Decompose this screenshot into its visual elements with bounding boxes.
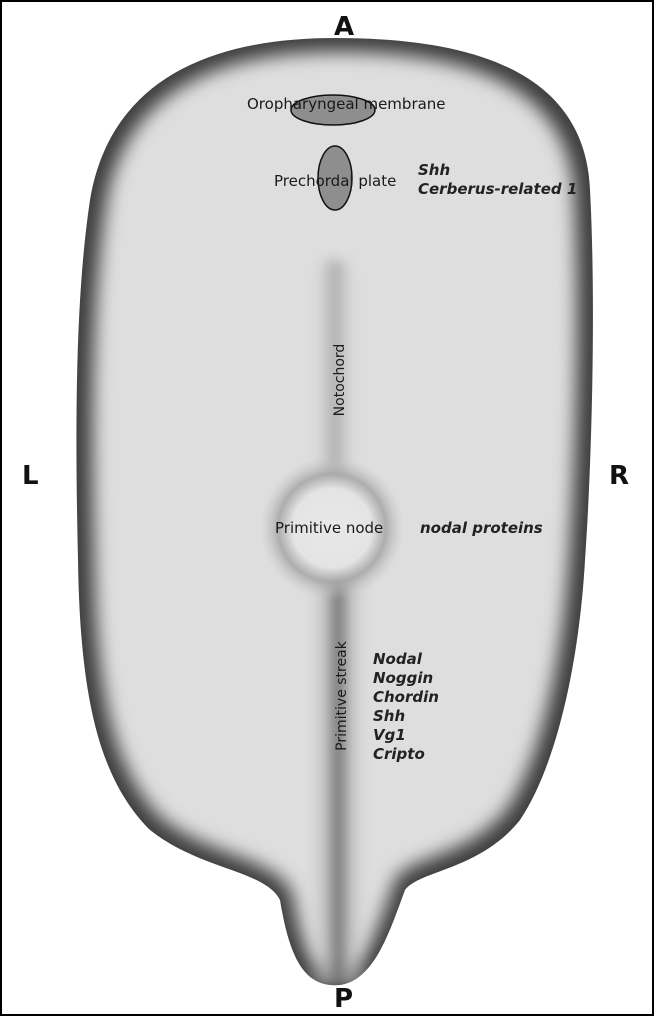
prechordal-gene-cerberus: Cerberus-related 1 [418,180,577,198]
oropharyngeal-membrane-label: Oropharyngeal membrane [247,95,446,113]
streak-gene-item: Cripto [373,745,439,764]
prechordal-plate-label: Prechordal plate [274,172,396,190]
streak-gene-item: Nodal [373,650,439,669]
streak-gene-item: Shh [373,707,439,726]
streak-gene-list: Nodal Noggin Chordin Shh Vg1 Cripto [373,650,439,764]
streak-gene-item: Vg1 [373,726,439,745]
streak-gene-item: Noggin [373,669,439,688]
posterior-axis-label: P [334,984,353,1014]
primitive-streak-label: Primitive streak [334,636,350,756]
streak-gene-item: Chordin [373,688,439,707]
anterior-axis-label: A [334,12,354,42]
primitive-node-label: Primitive node [275,519,383,537]
node-gene-label: nodal proteins [420,519,543,537]
notochord-label: Notochord [332,330,348,430]
prechordal-gene-shh: Shh [418,161,450,179]
right-axis-label: R [609,461,629,491]
left-axis-label: L [22,461,39,491]
primitive-streak-shape [305,545,371,985]
